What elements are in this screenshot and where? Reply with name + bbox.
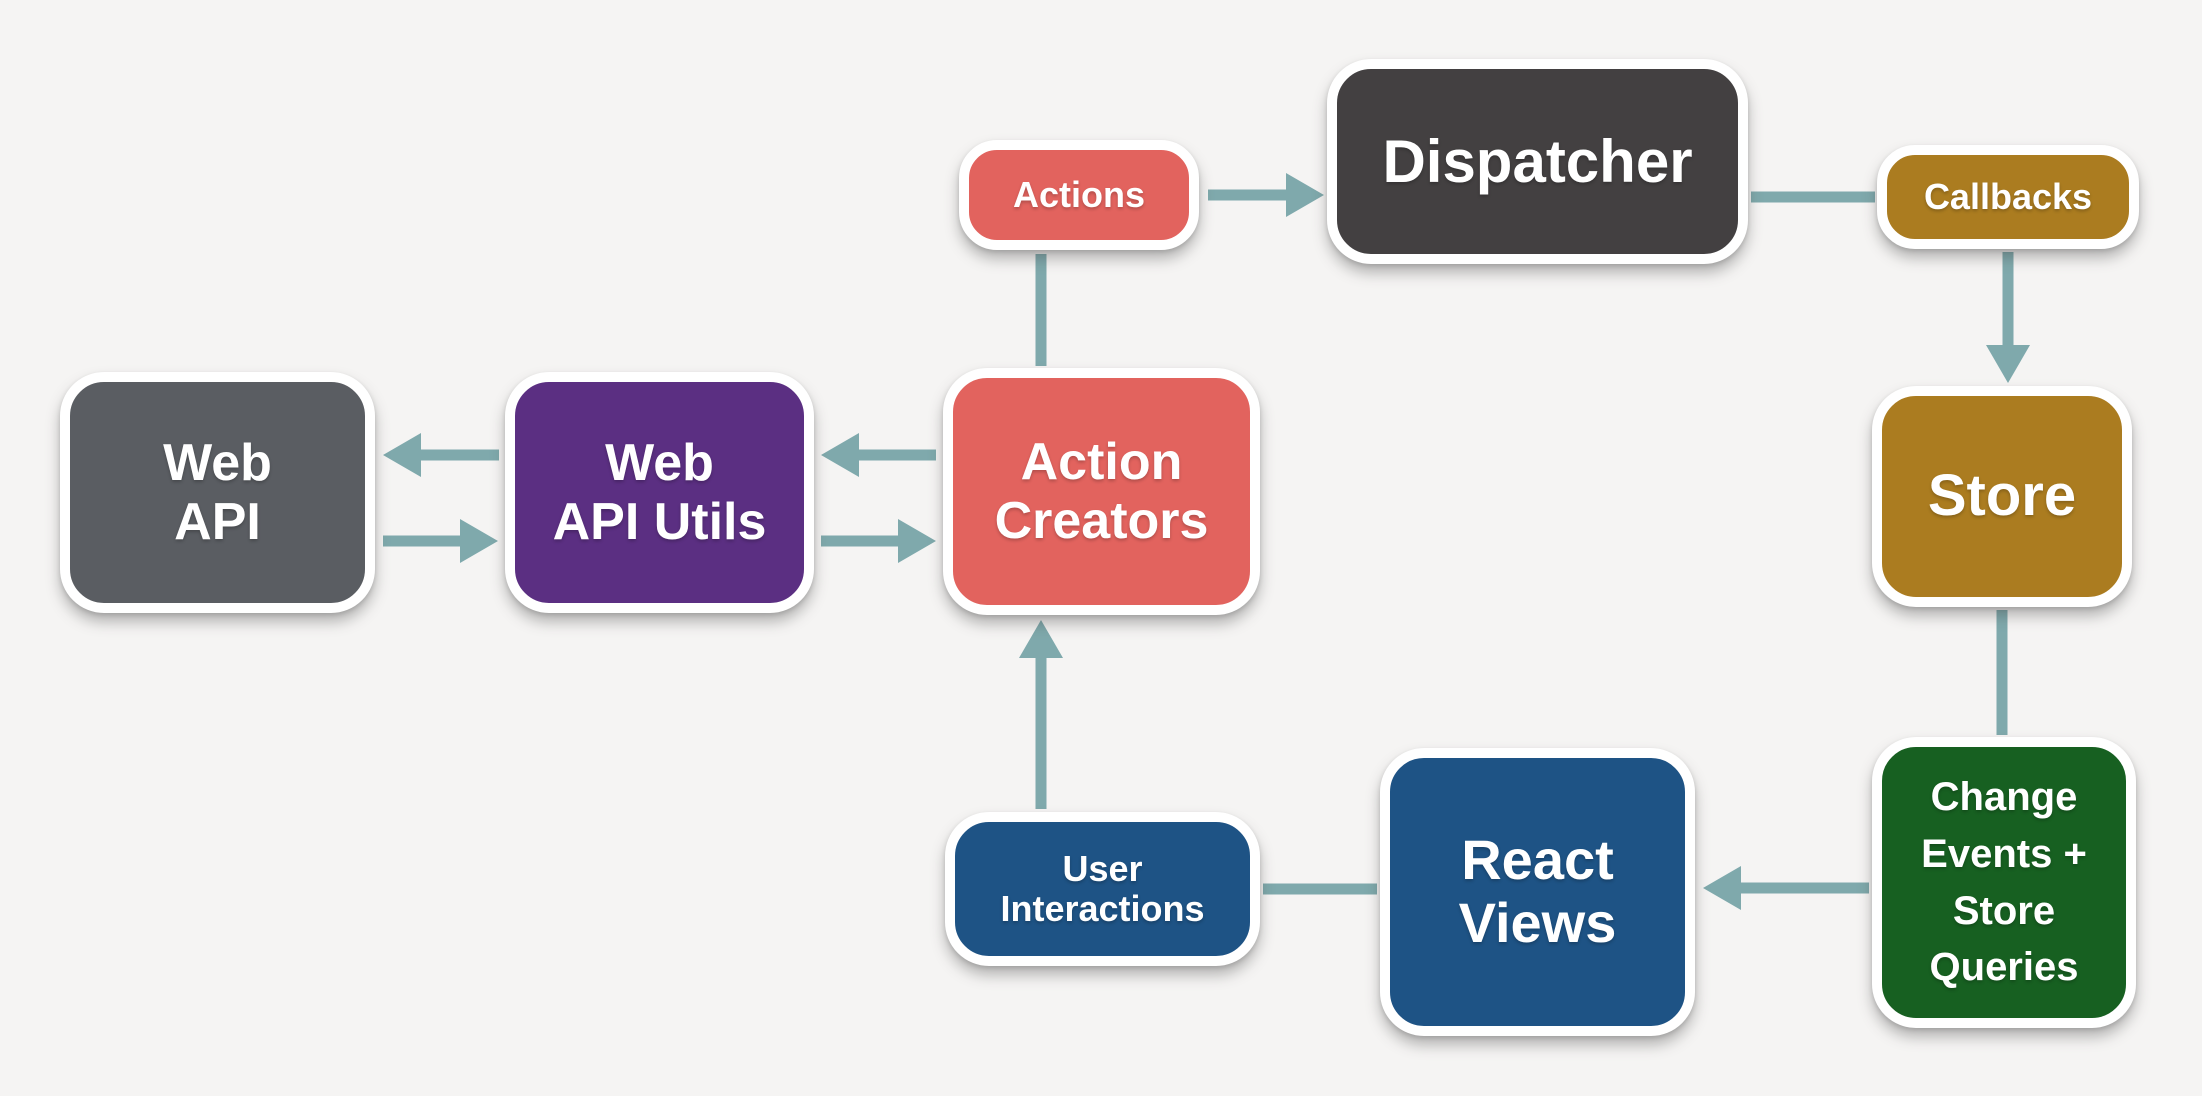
connector-web-api-web-api-utils-arrowhead <box>460 519 498 563</box>
node-web-api-label: Web API <box>163 434 272 551</box>
node-react-views: React Views <box>1380 748 1695 1036</box>
connector-web-api-utils-action-creators-arrowhead <box>898 519 936 563</box>
node-actions: Actions <box>959 140 1199 250</box>
node-change-events-store-queries-label: Change Events + Store Queries <box>1921 774 2087 990</box>
node-callbacks: Callbacks <box>1877 145 2139 249</box>
node-user-interactions-label: User Interactions <box>1000 847 1205 929</box>
connector-user-interactions-action-creators-arrowhead <box>1019 620 1063 658</box>
node-dispatcher: Dispatcher <box>1327 59 1748 264</box>
connector-action-creators-web-api-utils-arrowhead <box>821 433 859 477</box>
node-change-events-store-queries: Change Events + Store Queries <box>1872 737 2136 1028</box>
connector-web-api-utils-web-api-arrowhead <box>383 433 421 477</box>
node-user-interactions: User Interactions <box>945 812 1260 966</box>
connector-change-events-react-views-arrowhead <box>1703 866 1741 910</box>
node-web-api-utils-label: Web API Utils <box>552 434 767 551</box>
node-store-label: Store <box>1927 463 2077 529</box>
node-action-creators-label: Action Creators <box>994 433 1209 550</box>
connector-actions-dispatcher-arrowhead <box>1286 173 1324 217</box>
node-store: Store <box>1872 386 2132 607</box>
node-web-api: Web API <box>60 372 375 613</box>
node-react-views-label: React Views <box>1458 828 1617 954</box>
node-web-api-utils: Web API Utils <box>505 372 814 613</box>
connector-callbacks-store-arrowhead <box>1986 345 2030 383</box>
node-action-creators: Action Creators <box>943 368 1260 615</box>
node-dispatcher-label: Dispatcher <box>1382 127 1693 195</box>
node-callbacks-label: Callbacks <box>1923 175 2093 217</box>
node-actions-label: Actions <box>1012 173 1145 215</box>
